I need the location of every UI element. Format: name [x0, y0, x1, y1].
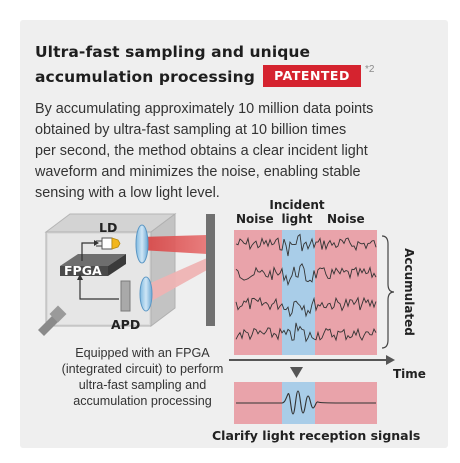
noise-trace [235, 296, 377, 318]
title-line-1: Ultra-fast sampling and unique [35, 43, 311, 61]
description-line: sensing with a low light level. [35, 185, 220, 201]
result-arrow [290, 367, 303, 378]
incident-light-label: Incident light [264, 198, 330, 226]
time-axis [229, 355, 395, 365]
incident-line-1: Incident [269, 198, 325, 212]
title-line-2: accumulation processing [35, 68, 255, 86]
accumulated-brace [381, 235, 395, 349]
target-plate [206, 214, 215, 326]
noise-trace [235, 262, 377, 287]
description-line: By accumulating approximately 10 million… [35, 101, 374, 117]
caption-line: ultra-fast sampling and [78, 378, 207, 392]
patented-badge: PATENTED [263, 65, 361, 87]
description-line: obtained by ultra-fast sampling at 10 bi… [35, 122, 347, 138]
noise-right-label: Noise [327, 212, 365, 226]
ld-label: LD [99, 220, 118, 235]
footnote-mark: *2 [365, 64, 375, 75]
noise-left-label: Noise [236, 212, 274, 226]
result-waveform-panel [234, 382, 377, 424]
description-line: per second, the method obtains a clear i… [35, 143, 368, 159]
fpga-caption: Equipped with an FPGA (integrated circui… [50, 345, 235, 409]
description-line: waveform and minimizes the noise, enabli… [35, 164, 361, 180]
feature-title: Ultra-fast sampling and unique accumulat… [35, 40, 435, 90]
description-text: By accumulating approximately 10 million… [35, 99, 435, 204]
signal-lines [77, 240, 119, 300]
incident-line-2: light [281, 212, 313, 226]
fpga-label: FPGA [64, 263, 102, 278]
emit-lens [135, 224, 149, 264]
result-label: Clarify light reception signals [212, 428, 421, 443]
apd-label: APD [111, 317, 141, 332]
ld-emitter [96, 237, 121, 250]
laser-emit-beam [140, 235, 207, 254]
accumulated-waveform-panel [234, 230, 377, 355]
caption-line: accumulation processing [73, 394, 212, 408]
receive-lens [139, 276, 153, 312]
apd-detector [120, 280, 131, 312]
noise-trace [235, 322, 377, 343]
accumulated-label: Accumulated [402, 248, 416, 336]
caption-line: Equipped with an FPGA [75, 346, 210, 360]
time-axis-label: Time [393, 367, 426, 381]
laser-return-beam [146, 258, 207, 303]
noise-trace [235, 233, 377, 257]
fpga-chip [60, 254, 126, 276]
caption-line: (integrated circuit) to perform [61, 362, 224, 376]
